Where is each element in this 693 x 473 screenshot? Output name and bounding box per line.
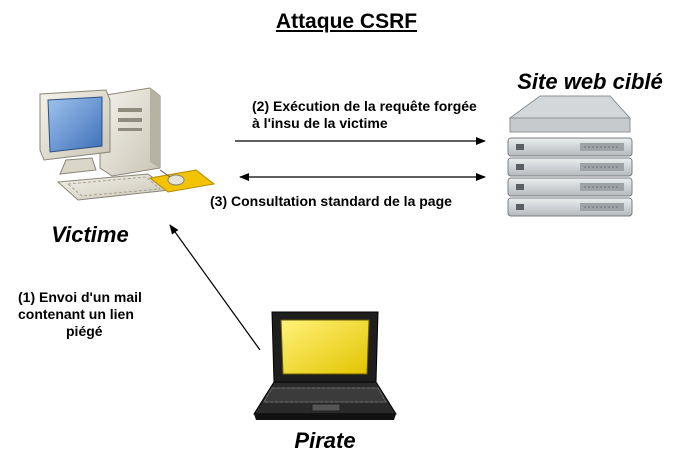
mail-line-1: (1) Envoi d'un mail (18, 289, 142, 305)
attacker-label: Pirate (294, 428, 356, 453)
forged-request-line-2: à l'insu de la victime (252, 115, 388, 131)
server-icon (507, 95, 633, 217)
laptop-icon (253, 311, 397, 420)
desktop-computer-icon (39, 87, 216, 201)
diagram-title: Attaque CSRF (275, 10, 418, 33)
target-site-label: Site web ciblé (517, 69, 663, 94)
forged-request-label: (2) Exécution de la requête forgée à l'i… (252, 98, 512, 132)
arrow-phishing-mail (169, 224, 261, 351)
mail-label: (1) Envoi d'un mail contenant un lien pi… (18, 289, 178, 340)
forged-request-line-1: (2) Exécution de la requête forgée (252, 98, 477, 114)
mail-line-2: contenant un lien (18, 306, 134, 322)
mail-line-3: piégé (66, 323, 103, 339)
victim-label: Victime (51, 222, 129, 247)
standard-browsing-label: (3) Consultation standard de la page (210, 193, 452, 209)
